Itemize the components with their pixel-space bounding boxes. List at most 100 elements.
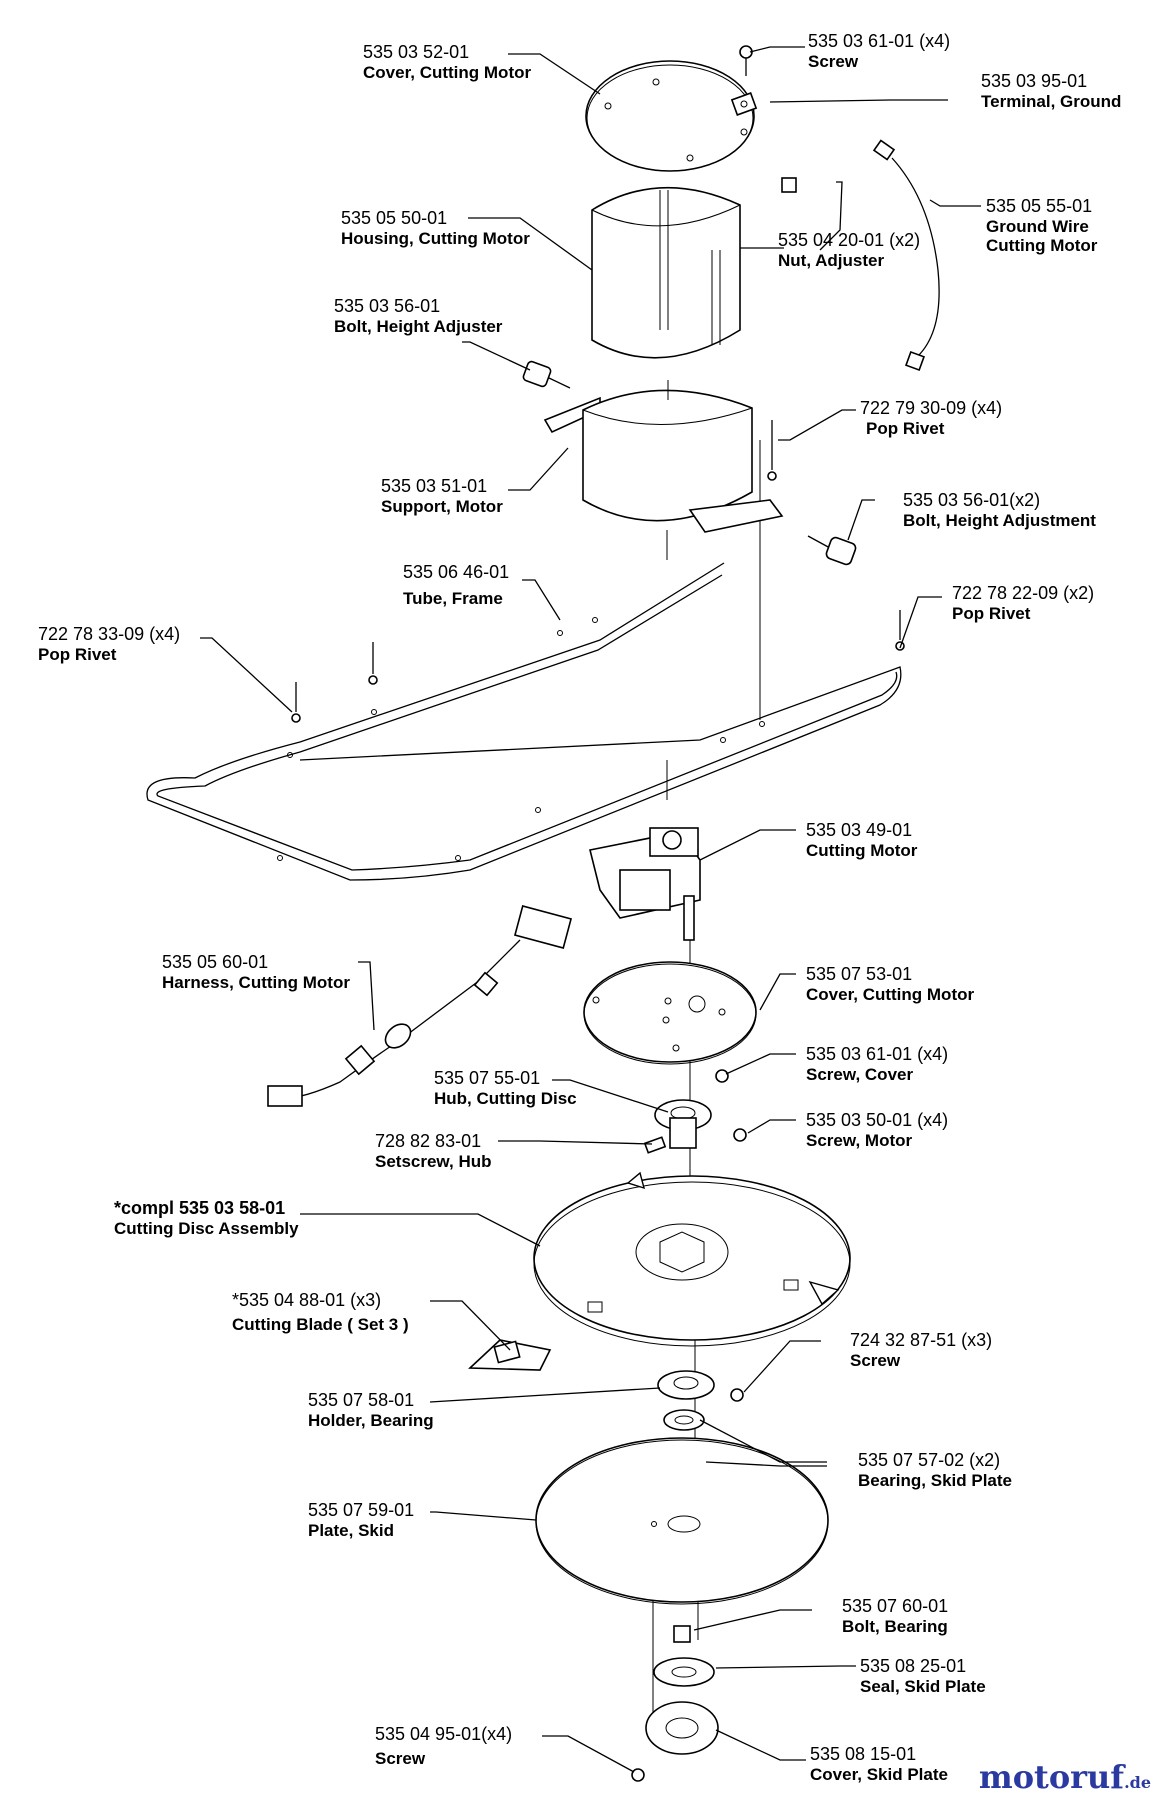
part-number: 535 07 55-01 xyxy=(434,1068,541,1088)
part-name: Ground Wire Cutting Motor xyxy=(986,216,1098,256)
part-cover-cutting-motor-plate xyxy=(583,961,757,1065)
label-setscrew-hub: 728 82 83-01 Setscrew, Hub xyxy=(375,1131,492,1171)
part-setscrew-hub xyxy=(643,1136,667,1154)
part-name: Cutting Motor xyxy=(806,840,918,860)
brand-tld: .de xyxy=(1124,1773,1151,1792)
part-ground-wire xyxy=(872,139,940,371)
brand-logo: motoruf.de xyxy=(979,1758,1151,1796)
part-name: Screw xyxy=(808,51,859,71)
part-bolt-bearing xyxy=(673,1625,691,1643)
part-name: Support, Motor xyxy=(381,496,503,516)
label-pop-rivet-frame-left: 722 78 33-09 (x4) Pop Rivet xyxy=(38,624,180,664)
part-name: Seal, Skid Plate xyxy=(860,1676,986,1696)
label-support-motor: 535 03 51-01 Support, Motor xyxy=(381,476,503,516)
part-name: Setscrew, Hub xyxy=(375,1151,492,1171)
part-holder-bearing xyxy=(657,1370,715,1400)
part-screw-bottom xyxy=(631,1768,645,1782)
part-screw-disc xyxy=(730,1388,744,1402)
label-screw-disc: 724 32 87-51 (x3) Screw xyxy=(850,1330,992,1370)
label-terminal-ground: 535 03 95-01 Terminal, Ground xyxy=(981,71,1121,111)
part-name: Screw, Motor xyxy=(806,1130,913,1150)
label-housing-cutting-motor: 535 05 50-01 Housing, Cutting Motor xyxy=(341,208,530,248)
part-number: 535 06 46-01 xyxy=(403,562,510,582)
part-harness-cutting-motor xyxy=(267,905,573,1107)
part-number: 535 03 49-01 xyxy=(806,820,913,840)
part-number: 722 78 22-09 (x2) xyxy=(952,583,1095,603)
part-number: 535 03 95-01 xyxy=(981,71,1088,91)
part-name: Plate, Skid xyxy=(308,1520,394,1540)
part-name: Bearing, Skid Plate xyxy=(858,1470,1012,1490)
part-number: 535 07 60-01 xyxy=(842,1596,949,1616)
part-support-motor xyxy=(543,380,784,533)
part-number: 722 79 30-09 (x4) xyxy=(860,398,1003,418)
part-name: Hub, Cutting Disc xyxy=(434,1088,577,1108)
label-cutting-blade: *535 04 88-01 (x3) Cutting Blade ( Set 3… xyxy=(232,1290,409,1334)
part-number: 722 78 33-09 (x4) xyxy=(38,624,181,644)
part-number: 724 32 87-51 (x3) xyxy=(850,1330,993,1350)
part-name: Cover, Skid Plate xyxy=(810,1764,948,1784)
part-number: 535 07 59-01 xyxy=(308,1500,415,1520)
label-screw-top: 535 03 61-01 (x4) Screw xyxy=(808,31,950,71)
part-name: Bolt, Bearing xyxy=(842,1616,948,1636)
part-number: 535 05 50-01 xyxy=(341,208,448,228)
label-screw-cover: 535 03 61-01 (x4) Screw, Cover xyxy=(806,1044,948,1084)
label-bolt-bearing: 535 07 60-01 Bolt, Bearing xyxy=(842,1596,948,1636)
label-cover-cutting-motor-top: 535 03 52-01 Cover, Cutting Motor xyxy=(363,42,531,82)
brand-name: motoruf xyxy=(978,1758,1125,1796)
part-name: Screw xyxy=(850,1350,901,1370)
part-number: 535 03 50-01 (x4) xyxy=(806,1110,949,1130)
part-terminal-ground xyxy=(730,92,758,116)
label-pop-rivet-support: 722 79 30-09 (x4) Pop Rivet xyxy=(860,398,1002,438)
part-name: Cutting Blade ( Set 3 ) xyxy=(232,1314,409,1334)
label-harness-cutting-motor: 535 05 60-01 Harness, Cutting Motor xyxy=(162,952,350,992)
part-number: 535 07 58-01 xyxy=(308,1390,415,1410)
label-holder-bearing: 535 07 58-01 Holder, Bearing xyxy=(308,1390,434,1430)
part-name: Harness, Cutting Motor xyxy=(162,972,350,992)
label-cutting-motor: 535 03 49-01 Cutting Motor xyxy=(806,820,917,860)
part-screws-cover-motor xyxy=(715,1069,747,1142)
label-seal-skid-plate: 535 08 25-01 Seal, Skid Plate xyxy=(860,1656,986,1696)
label-ground-wire: 535 05 55-01 Ground Wire Cutting Motor xyxy=(986,196,1097,256)
part-number: 535 03 56-01(x2) xyxy=(903,490,1041,510)
part-name: Housing, Cutting Motor xyxy=(341,228,530,248)
part-screw-top xyxy=(739,45,753,76)
part-name: Pop Rivet xyxy=(38,644,117,664)
label-nut-adjuster: 535 04 20-01 (x2) Nut, Adjuster xyxy=(778,230,920,270)
part-name: Terminal, Ground xyxy=(981,91,1122,111)
part-number: 535 04 20-01 (x2) xyxy=(778,230,921,250)
part-name: Cover, Cutting Motor xyxy=(806,984,975,1004)
part-cover-cutting-motor-top xyxy=(585,60,755,172)
part-plate-skid xyxy=(535,1437,829,1605)
label-cutting-disc-assembly: *compl 535 03 58-01 Cutting Disc Assembl… xyxy=(114,1198,299,1238)
part-tube-frame xyxy=(146,562,902,881)
part-number: 535 05 60-01 xyxy=(162,952,269,972)
part-number: 535 04 95-01(x4) xyxy=(375,1724,513,1744)
part-name: Screw xyxy=(375,1748,426,1768)
part-number: 535 08 15-01 xyxy=(810,1744,917,1764)
label-bearing-skid-plate: 535 07 57-02 (x2) Bearing, Skid Plate xyxy=(858,1450,1012,1490)
part-number: 535 03 52-01 xyxy=(363,42,470,62)
part-bolt-height-adjuster xyxy=(522,360,571,389)
part-name: Holder, Bearing xyxy=(308,1410,434,1430)
part-name: Cover, Cutting Motor xyxy=(363,62,532,82)
label-plate-skid: 535 07 59-01 Plate, Skid xyxy=(308,1500,414,1540)
part-number: 728 82 83-01 xyxy=(375,1131,482,1151)
part-housing-cutting-motor xyxy=(591,177,797,359)
label-hub-cutting-disc: 535 07 55-01 Hub, Cutting Disc xyxy=(434,1068,577,1108)
part-name: Bolt, Height Adjuster xyxy=(334,316,503,336)
label-pop-rivet-frame-right: 722 78 22-09 (x2) Pop Rivet xyxy=(952,583,1094,623)
part-number: 535 05 55-01 xyxy=(986,196,1093,216)
part-number: 535 07 53-01 xyxy=(806,964,913,984)
part-cutting-motor xyxy=(589,827,701,941)
part-name: Screw, Cover xyxy=(806,1064,914,1084)
part-number: *compl 535 03 58-01 xyxy=(114,1198,286,1218)
part-number: 535 03 56-01 xyxy=(334,296,441,316)
part-hub-cutting-disc xyxy=(654,1099,712,1149)
part-name: Pop Rivet xyxy=(866,418,945,438)
label-bolt-height-adjustment: 535 03 56-01(x2) Bolt, Height Adjustment xyxy=(903,490,1096,530)
part-cutting-disc-assembly xyxy=(533,1171,851,1347)
label-bolt-height-adjuster: 535 03 56-01 Bolt, Height Adjuster xyxy=(334,296,502,336)
part-name: Cutting Disc Assembly xyxy=(114,1218,299,1238)
label-cover-skid-plate: 535 08 15-01 Cover, Skid Plate xyxy=(810,1744,948,1784)
